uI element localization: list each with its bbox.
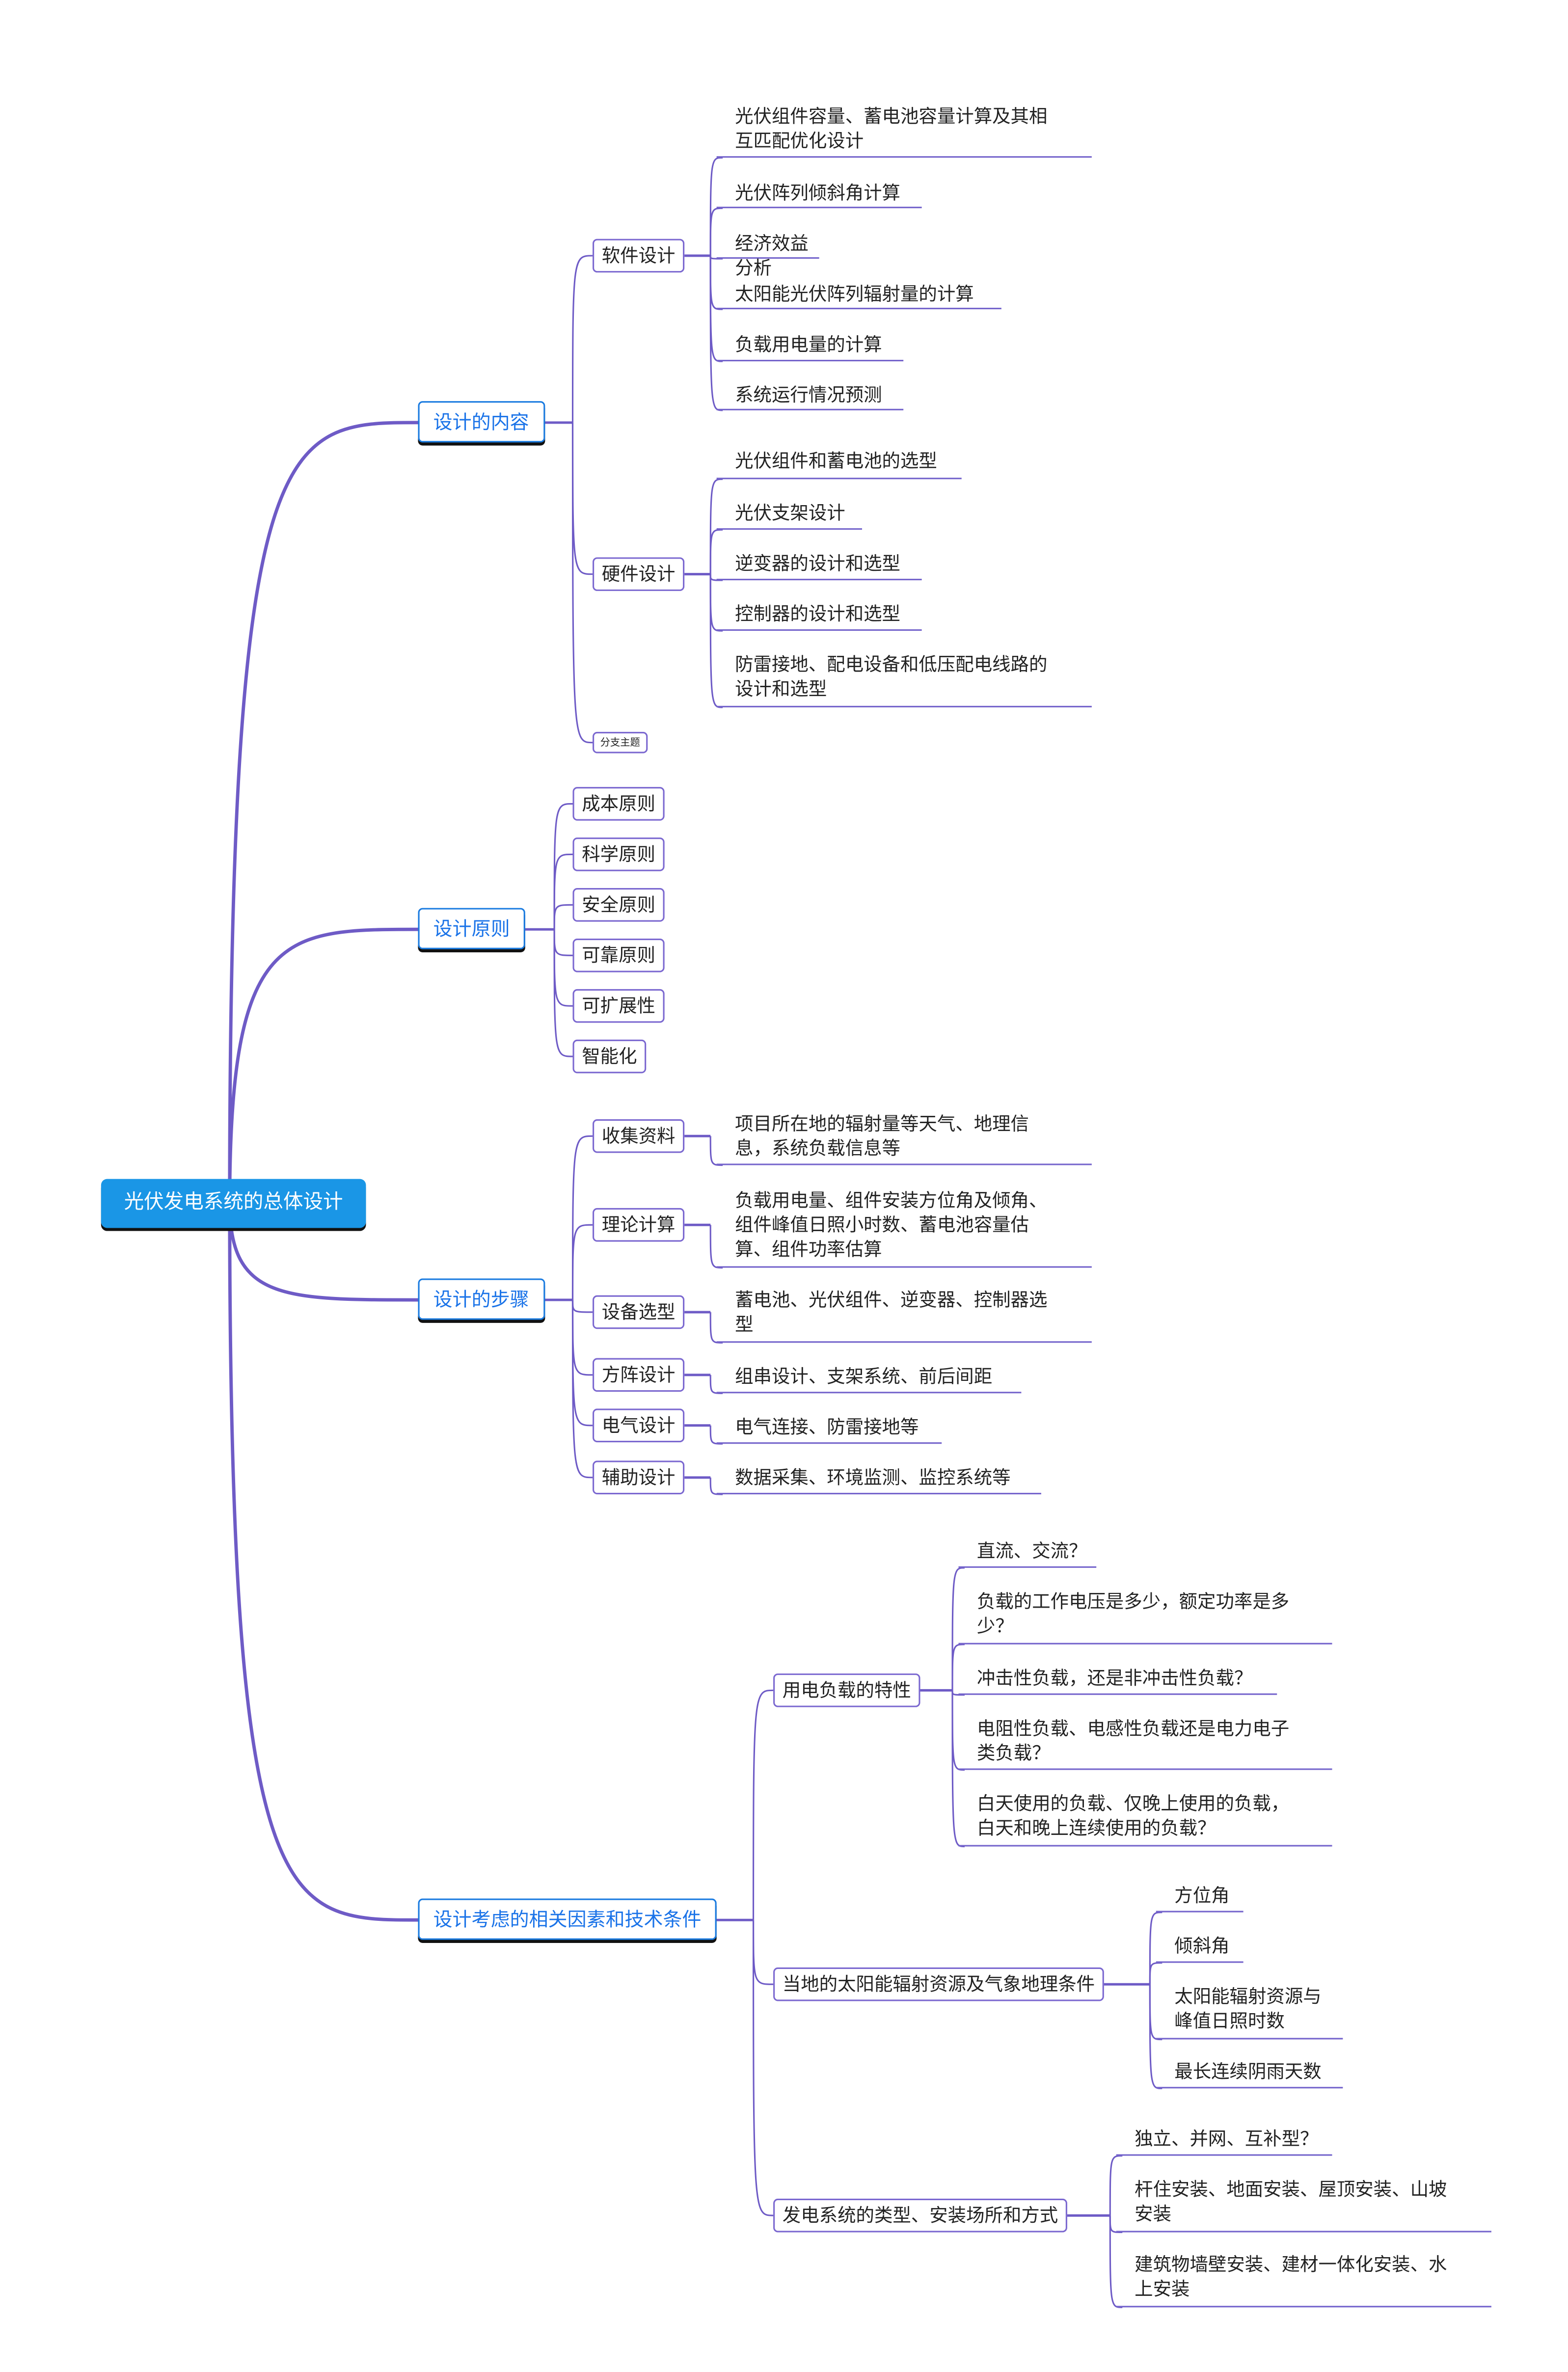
main-topic[interactable]: 设计的步骤 (418, 1278, 544, 1320)
connector-line (709, 207, 723, 256)
leaf-topic[interactable]: 太阳能辐射资源与 峰值日照时数 (1156, 1984, 1343, 2040)
connector-line (571, 1135, 593, 1300)
leaf-topic[interactable]: 逆变器的设计和选型 (716, 551, 922, 581)
subtopic[interactable]: 可靠原则 (572, 938, 665, 972)
leaf-topic[interactable]: 负载的工作电压是多少，额定功率是多 少？ (958, 1590, 1332, 1644)
connector-line (228, 1203, 418, 1302)
leaf-topic[interactable]: 电阻性负载、电感性负载还是电力电子 类负载？ (958, 1716, 1332, 1770)
leaf-topic[interactable]: 项目所在地的辐射量等天气、地理信 息，系统负载信息等 (716, 1111, 1092, 1165)
subtopic[interactable]: 辅助设计 (593, 1460, 685, 1495)
connector-line (553, 803, 573, 930)
leaf-topic[interactable]: 最长连续阴雨天数 (1156, 2059, 1343, 2089)
connector-line (553, 853, 573, 930)
connector-line (553, 929, 573, 1057)
connector-line (752, 1920, 774, 2216)
leaf-topic[interactable]: 蓄电池、光伏组件、逆变器、控制器选 型 (716, 1288, 1092, 1343)
subtopic[interactable]: 分支主题 (593, 731, 648, 754)
connector-line (228, 927, 418, 1204)
connector-line (553, 929, 573, 956)
connector-line (752, 1920, 774, 1985)
connector-line (709, 529, 723, 574)
leaf-topic[interactable]: 太阳能光伏阵列辐射量的计算 (716, 282, 1001, 310)
leaf-topic[interactable]: 数据采集、环境监测、监控系统等 (716, 1465, 1041, 1495)
leaf-topic[interactable]: 负载用电量的计算 (716, 332, 904, 362)
leaf-topic[interactable]: 白天使用的负载、仅晚上使用的负载， 白天和晚上连续使用的负载？ (958, 1791, 1332, 1847)
leaf-topic[interactable]: 控制器的设计和选型 (716, 602, 922, 631)
subtopic[interactable]: 设备选型 (593, 1295, 685, 1329)
connector-line (752, 1689, 774, 1920)
subtopic[interactable]: 用电负载的特性 (773, 1673, 920, 1707)
connector-line (571, 1224, 593, 1300)
leaf-topic[interactable]: 电气连接、防雷接地等 (716, 1415, 942, 1444)
connector-line (571, 255, 593, 423)
subtopic[interactable]: 安全原则 (572, 888, 665, 922)
leaf-topic[interactable]: 防雷接地、配电设备和低压配电线路的 设计和选型 (716, 652, 1092, 707)
subtopic[interactable]: 方阵设计 (593, 1358, 685, 1392)
leaf-topic[interactable]: 系统运行情况预测 (716, 383, 904, 410)
connector-line (951, 1567, 965, 1691)
connector-line (228, 421, 418, 1204)
leaf-topic[interactable]: 建筑物墙壁安装、建材一体化安装、水 上安装 (1116, 2252, 1491, 2308)
connector-line (571, 1300, 593, 1427)
subtopic[interactable]: 成本原则 (572, 787, 665, 821)
leaf-topic[interactable]: 经济效益分析 (716, 231, 819, 279)
subtopic[interactable]: 软件设计 (593, 239, 685, 273)
main-topic[interactable]: 设计考虑的相关因素和技术条件 (418, 1898, 717, 1940)
connector-line (571, 1300, 593, 1479)
connector-line (1149, 1962, 1162, 1985)
subtopic[interactable]: 科学原则 (572, 837, 665, 871)
subtopic[interactable]: 硬件设计 (593, 557, 685, 591)
subtopic[interactable]: 智能化 (572, 1039, 647, 1074)
connector-line (228, 1203, 418, 1922)
leaf-topic[interactable]: 组串设计、支架系统、前后间距 (716, 1364, 1022, 1394)
leaf-topic[interactable]: 负载用电量、组件安装方位角及倾角、 组件峰值日照小时数、蓄电池容量估 算、组件功… (716, 1188, 1092, 1268)
leaf-topic[interactable]: 光伏组件和蓄电池的选型 (716, 449, 962, 480)
leaf-topic[interactable]: 杆住安装、地面安装、屋顶安装、山坡 安装 (1116, 2177, 1491, 2233)
leaf-topic[interactable]: 冲击性负载，还是非冲击性负载？ (958, 1666, 1277, 1695)
leaf-topic[interactable]: 光伏支架设计 (716, 501, 862, 530)
subtopic[interactable]: 发电系统的类型、安装场所和方式 (773, 2198, 1067, 2233)
connector-line (553, 929, 573, 1007)
leaf-topic[interactable]: 光伏阵列倾斜角计算 (716, 181, 922, 209)
subtopic[interactable]: 电气设计 (593, 1408, 685, 1443)
subtopic[interactable]: 收集资料 (593, 1119, 685, 1153)
connector-line (553, 904, 573, 930)
leaf-topic[interactable]: 直流、交流？ (958, 1539, 1097, 1568)
main-topic[interactable]: 设计原则 (418, 908, 525, 949)
leaf-topic[interactable]: 方位角 (1156, 1883, 1244, 1913)
main-topic[interactable]: 设计的内容 (418, 401, 544, 443)
subtopic[interactable]: 当地的太阳能辐射资源及气象地理条件 (773, 1967, 1104, 2001)
connector-line (571, 1300, 593, 1313)
connector-line (571, 422, 593, 575)
leaf-topic[interactable]: 独立、并网、互补型？ (1116, 2127, 1332, 2156)
connector-line (1149, 1912, 1162, 1985)
leaf-topic[interactable]: 光伏组件容量、蓄电池容量计算及其相 互匹配优化设计 (716, 104, 1092, 158)
connector-line (1109, 2155, 1123, 2216)
subtopic[interactable]: 可扩展性 (572, 989, 665, 1023)
leaf-topic[interactable]: 倾斜角 (1156, 1934, 1244, 1963)
subtopic[interactable]: 理论计算 (593, 1208, 685, 1242)
connector-line (951, 1644, 965, 1691)
central-topic[interactable]: 光伏发电系统的总体设计 (101, 1179, 366, 1228)
connector-line (571, 422, 593, 744)
